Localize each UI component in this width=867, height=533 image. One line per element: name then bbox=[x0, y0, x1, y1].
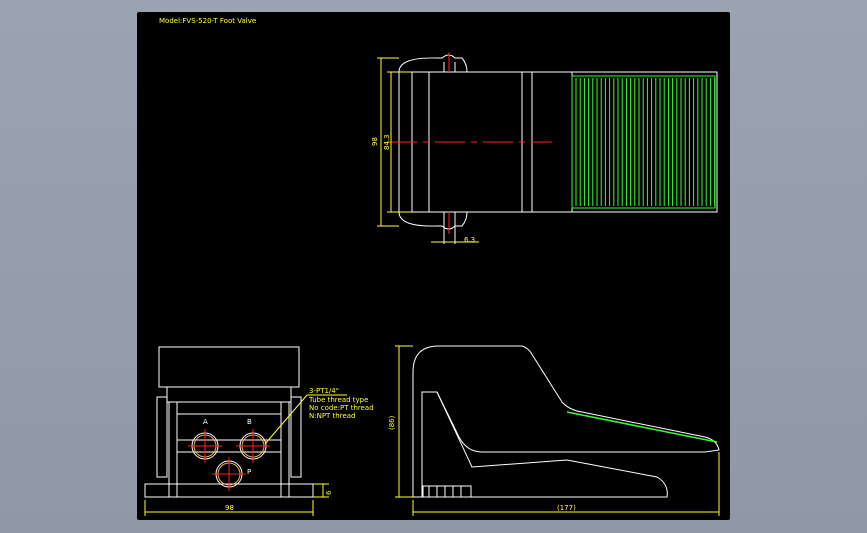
top-view bbox=[398, 54, 718, 244]
side-view-dimensions bbox=[395, 345, 720, 516]
dim-side-length: (177) bbox=[557, 504, 576, 512]
note-line-1: 3-PT1/4" bbox=[309, 387, 339, 395]
note-leader-line bbox=[264, 394, 308, 445]
port-p-circle bbox=[212, 457, 246, 491]
port-a-circle bbox=[188, 429, 222, 463]
dim-top-inner-height: 84.3 bbox=[383, 134, 391, 150]
port-label-b: B bbox=[247, 418, 252, 426]
note-line-3: No code:PT thread bbox=[309, 404, 374, 412]
side-view-outline bbox=[412, 345, 720, 498]
side-view bbox=[412, 345, 720, 498]
top-view-dimensions bbox=[377, 57, 479, 243]
ports bbox=[188, 429, 270, 491]
cad-drawing: Model:FVS-520-T Foot Valve bbox=[144, 17, 720, 516]
port-label-a: A bbox=[203, 418, 208, 426]
side-view-tread bbox=[566, 411, 718, 443]
dim-front-base-height: 6 bbox=[325, 490, 333, 495]
tread-ribs bbox=[571, 75, 716, 209]
drawing-title: Model:FVS-520-T Foot Valve bbox=[159, 17, 256, 25]
dim-side-height: (86) bbox=[388, 415, 396, 430]
note-line-4: N:NPT thread bbox=[309, 412, 356, 420]
port-b-circle bbox=[236, 429, 270, 463]
dim-top-outer-height: 98 bbox=[371, 137, 379, 146]
port-label-p: P bbox=[247, 468, 251, 476]
dim-front-width: 98 bbox=[225, 504, 234, 512]
note-line-2: Tube thread type bbox=[308, 396, 368, 404]
dim-top-slot-width: 6.3 bbox=[464, 236, 475, 244]
cad-drawing-area: Model:FVS-520-T Foot Valve bbox=[137, 12, 730, 520]
front-view-dimensions bbox=[144, 483, 329, 516]
front-view-pedal bbox=[158, 346, 300, 388]
front-view bbox=[144, 346, 314, 498]
